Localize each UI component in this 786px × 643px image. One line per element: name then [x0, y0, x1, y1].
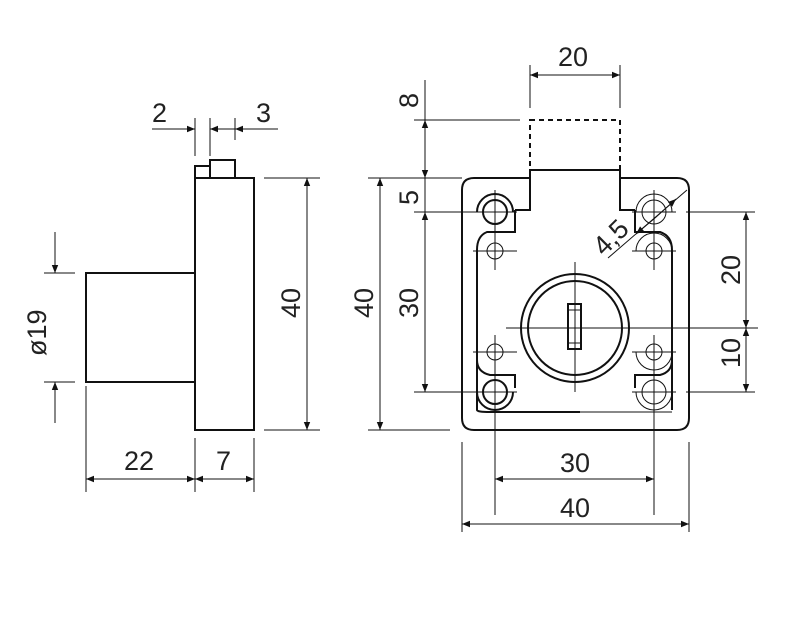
dim-hole-spacing-vertical: 30 [394, 288, 424, 318]
center-lines [473, 190, 758, 515]
dim-top-offset: 5 [394, 190, 424, 205]
dim-latch-right: 3 [256, 98, 271, 128]
side-latch-bolt [209, 159, 236, 179]
dim-cylinder-length: 22 [124, 446, 154, 476]
front-view: 20 8 5 30 40 4,5 20 10 [349, 42, 758, 532]
dim-hole-spacing-horizontal: 30 [560, 448, 590, 478]
dim-latch-left: 2 [152, 98, 167, 128]
front-inner-recess [476, 210, 580, 413]
dim-center-to-lower: 10 [716, 338, 746, 368]
dim-hole-diameter: 4,5 [587, 213, 635, 261]
dim-upper-to-center: 20 [716, 255, 746, 285]
key-cylinder-outer [520, 273, 630, 383]
dim-body-thickness: 7 [216, 446, 231, 476]
dim-cylinder-diameter: ø19 [22, 309, 52, 356]
key-slot [567, 303, 582, 350]
dim-overall-width: 40 [560, 493, 590, 523]
dim-bolt-width: 20 [558, 42, 588, 72]
side-view: 2 3 40 ø19 22 7 [22, 98, 320, 492]
side-cylinder [85, 272, 196, 383]
dim-bolt-throw: 8 [394, 93, 424, 108]
key-cylinder-inner [527, 280, 623, 376]
side-latch-small [194, 165, 211, 179]
front-plate-outline [461, 177, 690, 431]
front-bolt-extended [529, 119, 621, 171]
dim-overall-height: 40 [349, 288, 379, 318]
dim-body-height: 40 [276, 288, 306, 318]
front-bolt [515, 169, 635, 211]
side-body [194, 177, 255, 431]
